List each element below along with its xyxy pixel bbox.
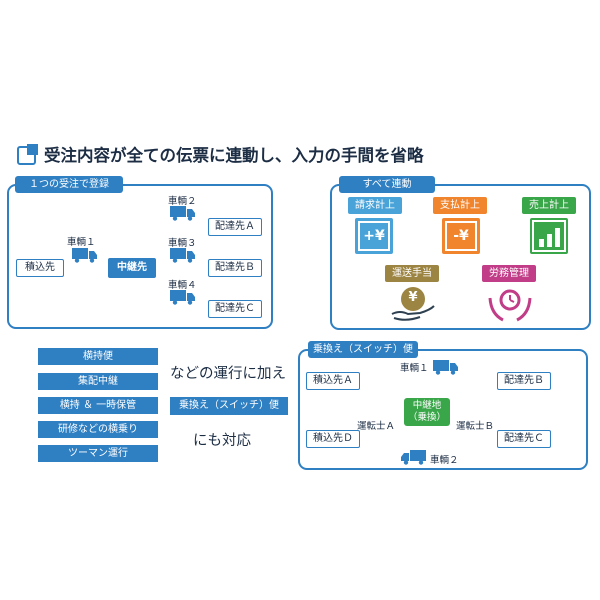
clock-hands-icon — [488, 289, 532, 322]
vehicle3-label: 車輌３ — [168, 238, 197, 249]
all-linked-panel-title: すべて連動 — [339, 176, 435, 193]
switch-vehicle2-label: 車輌２ — [430, 455, 459, 466]
billing-tag: 請求計上 — [348, 197, 402, 214]
switch-vehicle1-label: 車輌１ — [400, 363, 429, 374]
vehicle1-label: 車輌１ — [67, 237, 96, 248]
switch-operation-button: 乗換え（スイッチ）便 — [170, 397, 288, 415]
yen-coin-hand-icon — [391, 287, 435, 321]
transfer-hub-line1: 中継地 — [412, 400, 442, 411]
operation-button: 横持便 — [38, 348, 158, 365]
allowance-tag: 運送手当 — [385, 265, 439, 282]
yen-minus-icon: -¥ — [442, 218, 480, 254]
load-a-node: 積込先Ａ — [306, 372, 360, 390]
bar-chart-icon — [530, 218, 568, 254]
load-d-node: 積込先Ｄ — [306, 430, 360, 448]
transfer-hub-line2: （乗換） — [407, 412, 446, 423]
dest-a-node: 配達先Ａ — [208, 218, 262, 236]
dest-c-node: 配達先Ｃ — [208, 300, 262, 318]
yen-plus-icon: +¥ — [355, 218, 393, 254]
truck-icon — [170, 290, 195, 305]
hub-node: 中継先 — [108, 258, 156, 278]
operations-text-1: などの運行に加え — [170, 366, 286, 382]
single-order-panel-title: １つの受注で登録 — [15, 176, 123, 193]
operation-button: ツーマン運行 — [38, 445, 158, 462]
vehicle4-label: 車輌４ — [168, 280, 197, 291]
truck-icon — [170, 248, 195, 263]
yen-plus-symbol: +¥ — [358, 221, 390, 251]
sales-tag: 売上計上 — [522, 197, 576, 214]
labor-tag: 労務管理 — [482, 265, 536, 282]
dest-c-node: 配達先Ｃ — [497, 430, 551, 448]
operations-text-2: にも対応 — [193, 433, 251, 449]
operation-button: 研修などの横乗り — [38, 421, 158, 438]
truck-icon — [401, 450, 426, 465]
headline-checkbox-icon — [17, 144, 38, 165]
truck-icon — [433, 360, 458, 375]
payment-tag: 支払計上 — [433, 197, 487, 214]
truck-icon — [170, 206, 195, 221]
operation-button: 集配中継 — [38, 373, 158, 390]
yen-minus-symbol: -¥ — [445, 221, 477, 251]
origin-node: 積込先 — [16, 259, 64, 277]
yen-coin-symbol: ¥ — [408, 290, 418, 305]
operation-button: 横持 ＆ 一時保管 — [38, 397, 158, 414]
dest-b-node: 配達先Ｂ — [208, 259, 262, 277]
headline-title: 受注内容が全ての伝票に連動し、入力の手間を省略 — [44, 146, 424, 165]
driver-a-label: 運転士Ａ — [357, 421, 396, 432]
transfer-hub-node: 中継地 （乗換） — [404, 398, 450, 426]
driver-b-label: 運転士Ｂ — [456, 421, 495, 432]
dest-b-node: 配達先Ｂ — [497, 372, 551, 390]
truck-icon — [72, 248, 97, 263]
switch-panel-title: 乗換え（スイッチ）便 — [308, 341, 418, 358]
vehicle2-label: 車輌２ — [168, 196, 197, 207]
